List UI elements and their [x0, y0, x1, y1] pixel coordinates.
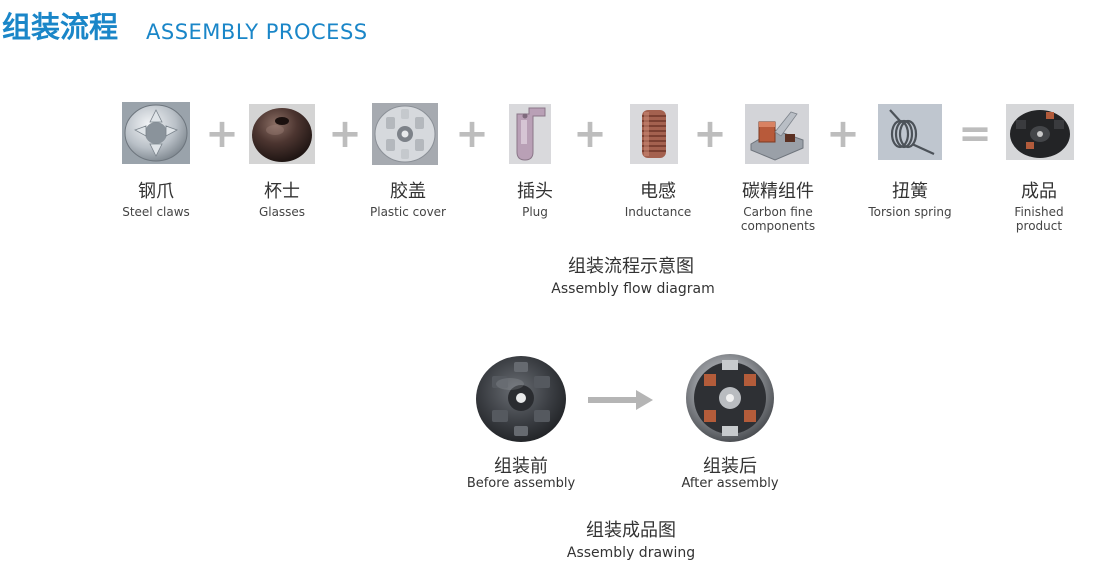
plastic-cover-image [372, 103, 438, 165]
component-label-en: Inductance [624, 205, 692, 219]
component-label-cn: 插头 [517, 181, 553, 202]
carbon-components-image [745, 104, 809, 164]
component-label-en: Plastic cover [370, 205, 446, 219]
component-label-en: Glasses [258, 205, 306, 219]
arrow-right-icon [588, 390, 653, 410]
page-title-en: ASSEMBLY PROCESS [146, 20, 368, 44]
component-label-en: product [1015, 219, 1063, 233]
component-label-en: Steel claws [122, 205, 190, 219]
after-label-cn: 组装后 [703, 456, 757, 477]
before-label-en: Before assembly [466, 476, 576, 491]
plus-icon: + [826, 111, 860, 157]
component-label-en: components [740, 219, 816, 233]
flow-caption-en: Assembly flow diagram [551, 281, 715, 297]
glasses-image [249, 104, 315, 164]
inductance-image [630, 104, 678, 164]
component-label-cn: 杯士 [264, 181, 300, 202]
component-label-cn: 扭簧 [892, 181, 928, 202]
drawing-caption-cn: 组装成品图 [586, 520, 676, 541]
component-label-cn: 电感 [640, 181, 676, 202]
after-label-en: After assembly [681, 476, 779, 491]
before-assembly-image [476, 356, 566, 442]
before-label-cn: 组装前 [494, 456, 548, 477]
plus-icon: + [455, 111, 489, 157]
plus-icon: + [205, 111, 239, 157]
plus-icon: + [693, 111, 727, 157]
after-assembly-image [686, 354, 774, 442]
component-label-cn: 碳精组件 [742, 181, 814, 202]
plus-icon: + [573, 111, 607, 157]
finished-product-image [1006, 104, 1074, 160]
component-label-en: Finished [1014, 205, 1064, 219]
component-label-cn: 成品 [1021, 181, 1057, 202]
component-label-cn: 钢爪 [138, 181, 174, 202]
component-label-en: Torsion spring [868, 205, 952, 219]
plus-icon: + [328, 111, 362, 157]
page-title-cn: 组装流程 [2, 10, 119, 44]
equals-icon: = [958, 111, 992, 157]
steel-claws-image [122, 102, 190, 164]
flow-caption-cn: 组装流程示意图 [568, 256, 694, 277]
torsion-spring-image [878, 104, 942, 160]
drawing-caption-en: Assembly drawing [566, 545, 696, 561]
component-label-en: Carbon fine [743, 205, 813, 219]
component-label-en: Plug [522, 205, 548, 219]
plug-image [509, 104, 551, 164]
component-label-cn: 胶盖 [390, 181, 426, 202]
